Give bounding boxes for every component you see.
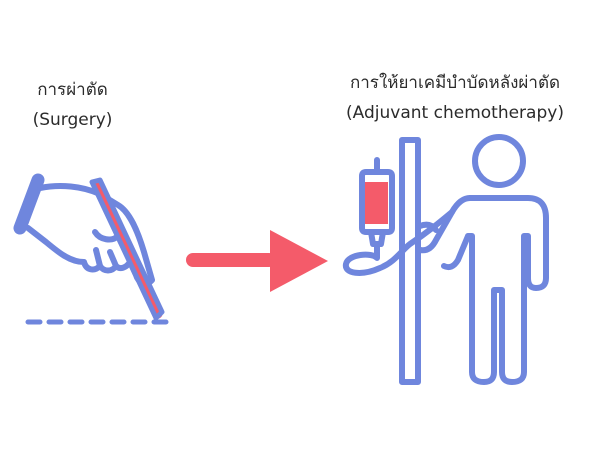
patient-hand: [417, 221, 439, 233]
iv-pole: [399, 137, 421, 385]
patient-iv-drip-icon: [342, 134, 549, 385]
scalpel-outline: [89, 177, 165, 321]
hand-outline: [25, 183, 155, 287]
surgery-step-label: การผ่าตัด (Surgery): [0, 75, 145, 135]
patient-head: [472, 134, 526, 188]
surgery-title-thai: การผ่าตัด: [37, 80, 108, 100]
surgery-title-english: (Surgery): [32, 110, 113, 130]
finger-crease: [107, 249, 119, 269]
chemotherapy-title-english: (Adjuvant chemotherapy): [346, 103, 564, 123]
chemotherapy-title-thai: การให้ยาเคมีบำบัดหลังผ่าตัด: [349, 73, 561, 93]
finger-crease: [93, 247, 103, 269]
iv-drip-chamber: [368, 229, 386, 247]
arrow-head: [270, 230, 328, 292]
arrow-shaft: [186, 253, 276, 267]
chemotherapy-step-label: การให้ยาเคมีบำบัดหลังผ่าตัด (Adjuvant ch…: [320, 68, 590, 128]
patient-arm: [417, 195, 473, 254]
iv-bag: [359, 169, 395, 235]
scalpel-blade: [93, 179, 163, 319]
cuff-shape: [13, 173, 45, 235]
patient-body: [441, 195, 549, 385]
iv-tube: [342, 209, 455, 276]
iv-bag-fluid: [364, 182, 388, 224]
scalpel-hand-icon: [13, 173, 175, 325]
arrow-right-icon: [186, 230, 328, 292]
